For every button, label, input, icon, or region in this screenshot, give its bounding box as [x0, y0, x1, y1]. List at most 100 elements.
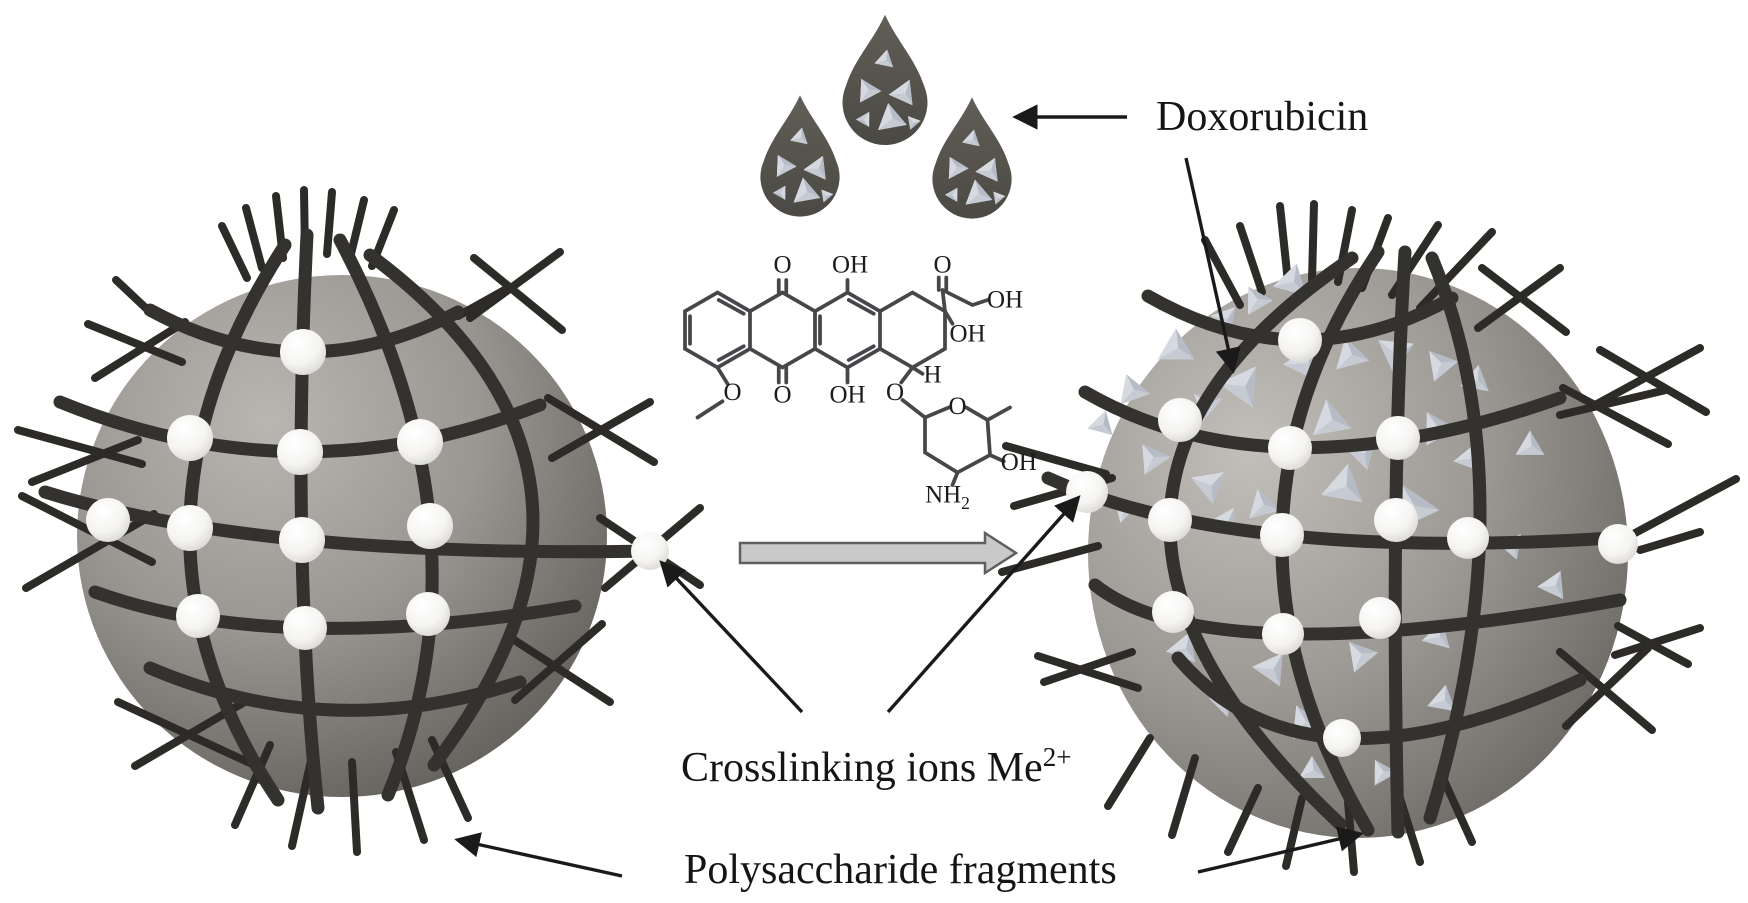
- doxorubicin-molecule: O OH O OH OH O O OH O H O OH NH2: [683, 252, 1037, 513]
- atom-label: OH: [832, 252, 868, 279]
- atom-label: O: [723, 379, 741, 406]
- crosslink-node: [407, 503, 453, 549]
- atom-label: NH2: [925, 482, 970, 513]
- doxorubicin-droplets: [760, 15, 1011, 219]
- arrow-crosslink-to-right-sphere: [886, 495, 1081, 714]
- atom-label: OH: [949, 320, 985, 347]
- atom-label: H: [923, 362, 941, 389]
- crosslink-node: [167, 415, 213, 461]
- polysaccharide-spike: [14, 426, 146, 468]
- right-crosslink-nodes: [1066, 318, 1638, 757]
- arrow-polysaccharide-to-left-sphere: [454, 832, 623, 878]
- polysaccharide-spike: [1618, 475, 1740, 544]
- arrow-crosslink-to-left-sphere: [659, 560, 804, 714]
- atom-label: O: [933, 252, 951, 279]
- transformation-arrow: [738, 530, 1019, 576]
- crosslink-node: [279, 517, 325, 563]
- polysaccharide-spike: [1040, 648, 1136, 686]
- polysaccharide-spike: [242, 204, 266, 272]
- polysaccharide-spike: [1562, 644, 1652, 730]
- polysaccharide-spike: [1282, 794, 1306, 870]
- crosslink-node: [167, 505, 213, 551]
- crosslink-node: [1158, 398, 1202, 442]
- molecule-bond: [695, 365, 730, 420]
- polysaccharide-spike: [1416, 228, 1496, 312]
- polysaccharide-spike: [348, 758, 361, 856]
- crosslink-node: [283, 606, 327, 650]
- polysaccharide-fragments-label: Polysaccharide fragments: [684, 847, 1117, 893]
- crosslink-node: [1152, 591, 1194, 633]
- atom-label: O: [948, 393, 966, 420]
- polysaccharide-spike: [511, 620, 606, 704]
- doxorubicin-droplet: [760, 95, 839, 216]
- right-fragments: [998, 200, 1740, 876]
- crosslink-node: [1262, 613, 1304, 655]
- polysaccharide-spike: [1636, 528, 1704, 554]
- molecule-bond: [818, 298, 876, 362]
- polysaccharide-spike: [548, 398, 654, 462]
- polysaccharide-spike: [1168, 754, 1199, 839]
- crosslink-node: [1260, 513, 1304, 557]
- crosslinking-ions-label: Crosslinking ions Me2+: [681, 742, 1072, 791]
- polysaccharide-spike: [112, 276, 154, 316]
- polysaccharide-spike: [1276, 202, 1292, 286]
- molecule-bond: [950, 405, 1012, 487]
- molecule-bond: [899, 365, 925, 385]
- molecule-bond: [878, 290, 947, 370]
- polysaccharide-spike: [1224, 784, 1262, 856]
- crosslinking-ions-text: Crosslinking ions Me: [681, 745, 1043, 791]
- arrow-doxorubicin-to-sphere: [1184, 157, 1241, 374]
- polysaccharide-spike: [504, 632, 614, 706]
- crosslink-node: [1359, 597, 1401, 639]
- right-nanogel: [998, 200, 1740, 876]
- molecule-bond: [936, 275, 990, 314]
- crosslink-node: [277, 429, 323, 475]
- doxorubicin-label: Doxorubicin: [1156, 94, 1369, 140]
- crosslink-node: [86, 498, 130, 542]
- crosslink-node: [1278, 318, 1322, 362]
- polysaccharide-spike: [231, 741, 274, 829]
- crosslink-node: [397, 419, 443, 465]
- arrow-polysaccharide-to-right-sphere: [1197, 826, 1364, 874]
- molecule-bond: [683, 290, 752, 370]
- left-crosslink-nodes: [86, 329, 669, 650]
- crosslink-node: [406, 592, 450, 636]
- polysaccharide-spike: [1614, 622, 1692, 668]
- polysaccharide-spike: [1478, 264, 1570, 336]
- atom-label: OH: [1001, 449, 1037, 476]
- polysaccharide-spike: [91, 318, 189, 382]
- crosslink-node: [1323, 719, 1361, 757]
- left-nanogel: [14, 186, 704, 856]
- polysaccharide-spike: [18, 492, 156, 566]
- molecule-bond: [900, 398, 992, 475]
- crosslinking-ions-superscript: 2+: [1042, 742, 1072, 772]
- molecule-bond: [688, 298, 746, 362]
- crosslink-node: [1268, 426, 1312, 470]
- polysaccharide-spike: [1559, 384, 1672, 448]
- molecule-bond: [943, 309, 955, 326]
- crosslink-node: [176, 594, 220, 638]
- polysaccharide-spike: [28, 436, 142, 486]
- atom-label: OH: [829, 382, 865, 409]
- polysaccharide-spike: [1308, 200, 1318, 284]
- polysaccharide-spike: [1104, 734, 1154, 810]
- molecule-bond: [813, 290, 882, 370]
- polysaccharide-spike: [22, 510, 158, 592]
- molecule-bond: [748, 290, 817, 370]
- crosslink-node: [1148, 498, 1192, 542]
- crosslink-node: [1374, 498, 1418, 542]
- annotation-arrows: [454, 104, 1364, 878]
- atom-label: O: [773, 382, 791, 409]
- polysaccharide-spike: [1556, 386, 1670, 419]
- doxorubicin-droplet: [843, 15, 928, 145]
- polysaccharide-spike: [1236, 222, 1266, 296]
- crosslink-node: [1598, 524, 1638, 564]
- crosslink-node: [1376, 416, 1420, 460]
- polysaccharide-spike: [84, 320, 186, 366]
- polysaccharide-spike: [466, 248, 564, 322]
- molecule-bond: [776, 278, 789, 385]
- atom-label: OH: [987, 287, 1023, 314]
- polysaccharide-spike: [346, 196, 368, 262]
- polysaccharide-spike: [1438, 772, 1476, 846]
